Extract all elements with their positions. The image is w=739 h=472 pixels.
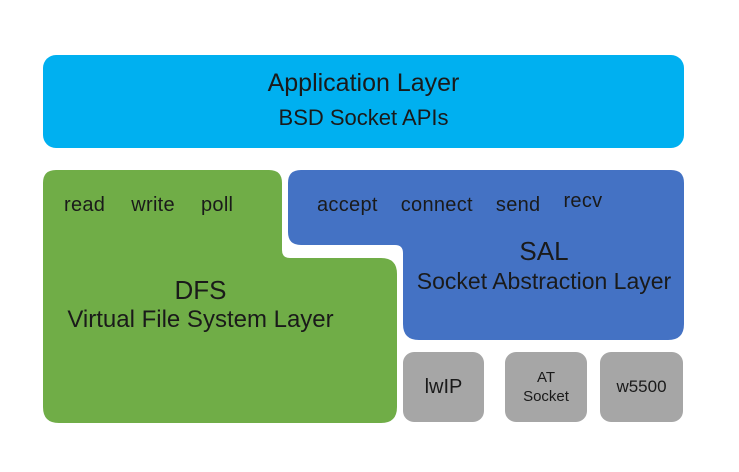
at-socket-label: AT Socket: [505, 352, 587, 422]
application-layer-subtitle: BSD Socket APIs: [278, 105, 449, 130]
dfs-api-poll: poll: [200, 194, 234, 216]
dfs-api-read: read: [64, 194, 106, 216]
dfs-name: Virtual File System Layer: [67, 306, 334, 333]
dfs-box: [43, 170, 397, 423]
dfs-api-write: write: [131, 194, 175, 216]
w5500-label: w5500: [600, 352, 683, 422]
w5500-box: [600, 352, 683, 422]
w5500-label-text: w5500: [616, 377, 667, 396]
lwip-box: [403, 352, 484, 422]
lwip-label-text: lwIP: [424, 375, 463, 398]
sal-acronym: SAL: [519, 236, 569, 266]
sal-api-connect: connect: [400, 194, 473, 216]
at-socket-label-line1: AT: [536, 369, 556, 386]
at-socket-label-line2: Socket: [523, 388, 569, 405]
sal-api-row: accept connect send recv: [317, 190, 602, 217]
sal-api-send: send: [495, 194, 541, 216]
lwip-label: lwIP: [403, 352, 484, 422]
sal-api-accept: accept: [317, 194, 378, 216]
at-socket-box: [505, 352, 587, 422]
dfs-api-row: read write poll: [64, 193, 233, 217]
sal-name: Socket Abstraction Layer: [416, 268, 672, 294]
application-layer-title: Application Layer: [267, 69, 460, 97]
application-layer-box: [43, 55, 684, 148]
sal-api-recv: recv: [563, 190, 603, 212]
sal-box: [288, 170, 684, 340]
dfs-acronym: DFS: [174, 275, 227, 305]
